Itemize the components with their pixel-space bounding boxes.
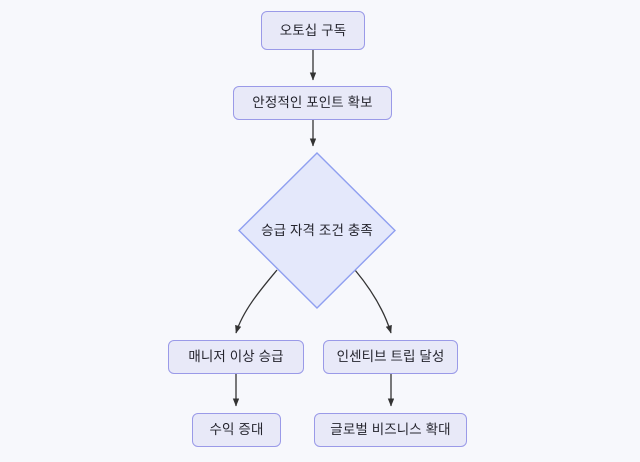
node-autoship-subscription[interactable]: 오토십 구독: [261, 11, 365, 50]
node-label: 오토십 구독: [279, 22, 347, 38]
node-label: 글로벌 비즈니스 확대: [330, 422, 451, 438]
diamond-shape: [238, 152, 396, 309]
node-label: 승급 자격 조건 충족: [261, 222, 373, 238]
node-incentive-trip[interactable]: 인센티브 트립 달성: [323, 340, 458, 374]
node-global-business-expansion[interactable]: 글로벌 비즈니스 확대: [314, 413, 467, 447]
node-profit-increase[interactable]: 수익 증대: [192, 413, 281, 447]
edge-n3-n4: [235, 269, 278, 334]
node-label: 수익 증대: [209, 422, 264, 438]
node-label: 인센티브 트립 달성: [336, 349, 445, 365]
node-promotion-criteria[interactable]: 승급 자격 조건 충족: [238, 152, 396, 309]
node-stable-points[interactable]: 안정적인 포인트 확보: [233, 86, 392, 120]
node-label: 매니저 이상 승급: [188, 349, 284, 365]
edge-n3-n5: [354, 269, 392, 334]
node-manager-promotion[interactable]: 매니저 이상 승급: [168, 340, 304, 374]
node-label: 안정적인 포인트 확보: [252, 95, 373, 111]
